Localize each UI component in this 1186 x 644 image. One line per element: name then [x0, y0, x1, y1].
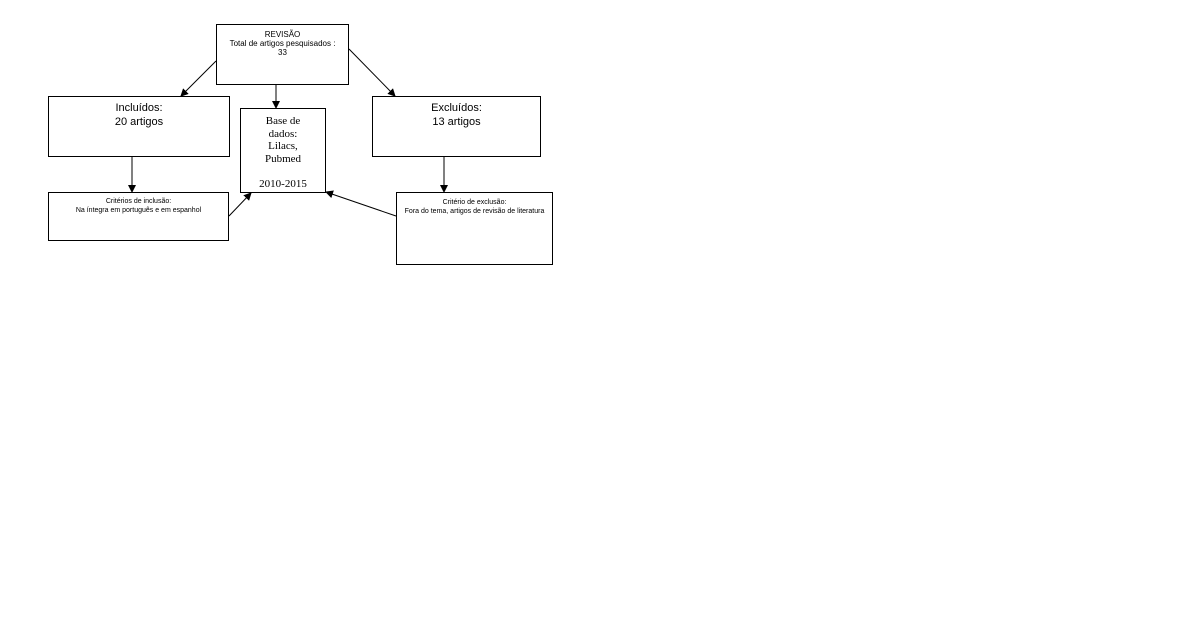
- revisao-box: REVISÃO Total de artigos pesquisados : 3…: [216, 24, 349, 85]
- incluidos-label: Incluídos:: [115, 102, 163, 114]
- excluidos-count: 13 artigos: [432, 116, 481, 128]
- excluidos-box: Excluídos: 13 artigos: [372, 96, 541, 157]
- base-years: 2010-2015: [259, 177, 307, 190]
- arrow-criterios-to-base: [228, 192, 252, 217]
- criterios-inclusao-title: Critérios de inclusão:: [105, 198, 172, 205]
- base-de-dados-box: Base de dados: Lilacs, Pubmed 2010-2015: [240, 108, 326, 193]
- base-line-2: dados:: [268, 127, 298, 140]
- criterios-inclusao-text: Na íntegra em português e em espanhol: [75, 207, 202, 214]
- revisao-total-label: Total de artigos pesquisados :: [229, 39, 336, 48]
- criterio-exclusao-box: Critério de exclusão: Fora do tema, arti…: [396, 192, 553, 265]
- base-spacer: [241, 165, 325, 178]
- arrow-revisao-to-incluidos: [180, 60, 217, 97]
- arrow-revisao-to-excluidos: [348, 48, 396, 97]
- criterio-exclusao-title: Critério de exclusão:: [442, 199, 507, 206]
- revisao-title: REVISÃO: [264, 30, 301, 39]
- revisao-total-value: 33: [278, 48, 287, 57]
- base-line-3: Lilacs,: [268, 140, 298, 152]
- incluidos-count: 20 artigos: [114, 116, 164, 128]
- incluidos-box: Incluídos: 20 artigos: [48, 96, 230, 157]
- criterio-exclusao-text: Fora do tema, artigos de revisão de lite…: [404, 208, 545, 215]
- criterios-inclusao-box: Critérios de inclusão: Na íntegra em por…: [48, 192, 229, 241]
- base-line-4: Pubmed: [264, 152, 302, 165]
- arrow-criterio-to-base: [325, 190, 397, 217]
- base-line-1: Base de: [265, 115, 301, 127]
- excluidos-label: Excluídos:: [431, 102, 482, 114]
